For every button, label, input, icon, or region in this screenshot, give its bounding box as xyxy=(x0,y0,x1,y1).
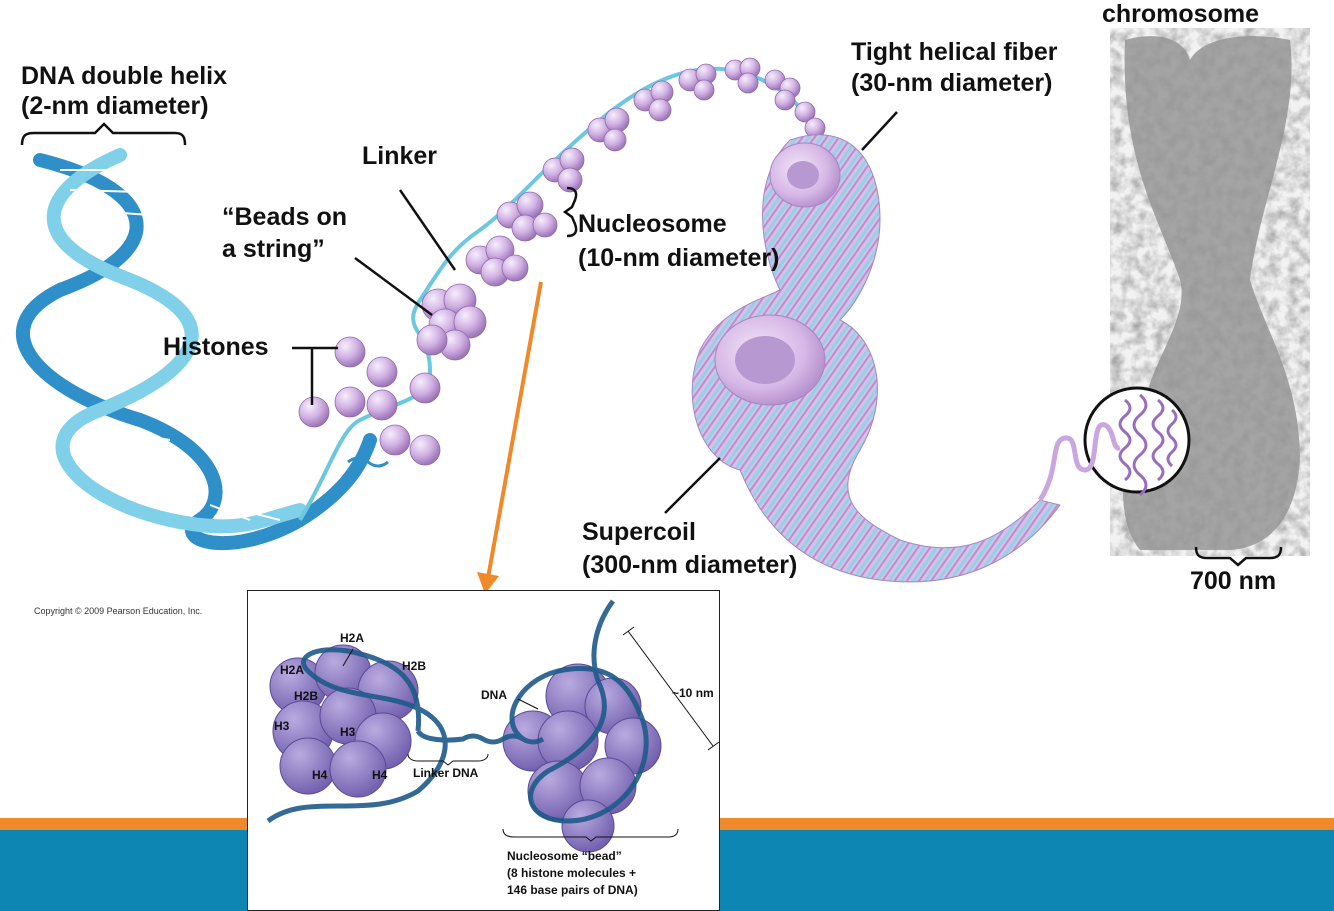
inset-bead-label-line2: (8 histone molecules + xyxy=(507,866,637,880)
supercoil-fiber xyxy=(691,134,1121,583)
inset-h3-left-label: H3 xyxy=(274,719,290,733)
copyright-text: Copyright © 2009 Pearson Education, Inc. xyxy=(34,606,203,616)
inset-h4-right-label: H4 xyxy=(372,768,388,782)
nucleosome-detail-inset: H2A H2A H2B H2B H3 H3 H4 H4 Linker DNA D… xyxy=(247,590,720,911)
tight-fiber-label-line1: Tight helical fiber xyxy=(851,38,1058,66)
orange-arrow xyxy=(477,281,543,594)
nucleosome-detail-figure xyxy=(266,599,719,853)
beads-on-string xyxy=(298,57,842,522)
dna-double-helix xyxy=(16,122,377,551)
inset-h2a-top-label: H2A xyxy=(340,631,365,645)
dna-helix-label-line1: DNA double helix xyxy=(21,62,228,90)
inset-size-label: ~10 nm xyxy=(672,686,714,700)
inset-h4-left-label: H4 xyxy=(312,768,328,782)
inset-h3-mid-label: H3 xyxy=(340,725,356,739)
supercoil-label-line1: Supercoil xyxy=(582,518,696,546)
inset-linker-dna-label: Linker DNA xyxy=(413,766,479,780)
chromosome-label: chromosome xyxy=(1102,0,1259,28)
supercoil-label-line2: (300-nm diameter) xyxy=(582,551,798,579)
inset-h2b-right-label: H2B xyxy=(402,659,427,673)
tight-fiber-label-line2: (30-nm diameter) xyxy=(851,69,1053,97)
nucleosome-label-line2: (10-nm diameter) xyxy=(578,244,780,272)
leader-lines xyxy=(292,111,1283,567)
magnifier-circle xyxy=(1083,386,1191,497)
inset-h2b-left-label: H2B xyxy=(294,689,319,703)
scale-700nm-label: 700 nm xyxy=(1190,567,1277,595)
nucleosome-label-line1: Nucleosome xyxy=(578,210,727,238)
beads-label-line2: a string” xyxy=(222,235,325,263)
dna-helix-label-line2: (2-nm diameter) xyxy=(21,92,209,120)
linker-label: Linker xyxy=(362,142,438,170)
histones-label: Histones xyxy=(163,333,269,361)
inset-dna-label: DNA xyxy=(481,688,507,702)
inset-bead-label-line3: 146 base pairs of DNA) xyxy=(507,883,638,897)
inset-bead-label-line1: Nucleosome “bead” xyxy=(507,849,622,863)
beads-label-line1: “Beads on xyxy=(222,203,348,231)
inset-h2a-left-label: H2A xyxy=(280,663,305,677)
